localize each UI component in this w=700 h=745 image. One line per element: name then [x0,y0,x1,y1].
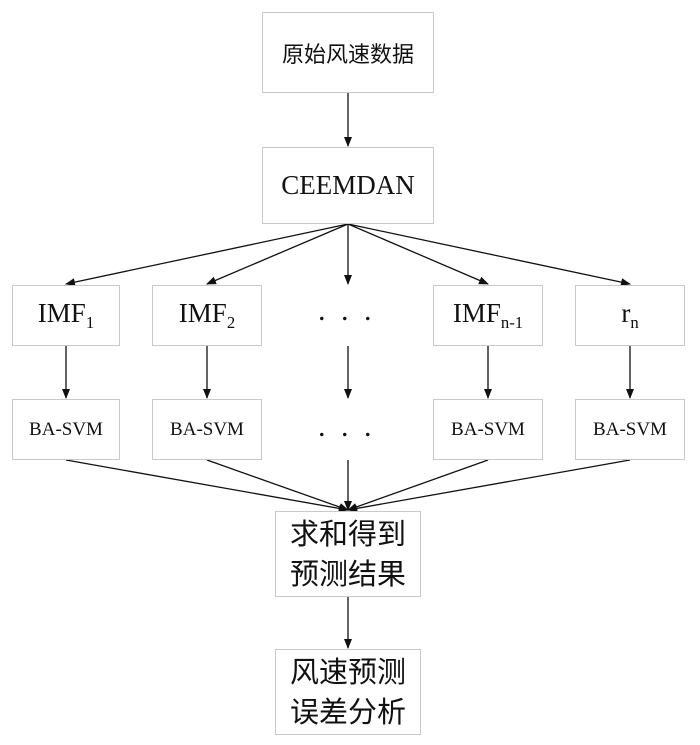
raw-data-box: 原始风速数据 [262,12,434,93]
basvm-label-2: BA-SVM [170,418,244,440]
ellipsis-row4: . . . [318,410,376,443]
sum-label-line2: 预测结果 [289,557,406,591]
basvm-box-3: BA-SVM [433,399,543,460]
arrow-ceemdan-to-imf1 [65,223,349,287]
arrow-basvm4-to-sum [347,459,631,513]
rn-label: rn [621,298,639,332]
error-label-line1: 风速预测 [289,655,406,689]
sum-label-line1: 求和得到 [289,517,406,551]
ellipsis-row3: . . . [318,294,376,327]
imf2-label: IMF2 [178,298,236,332]
basvm-box-4: BA-SVM [575,399,685,460]
rn-box: rn [575,285,685,346]
arrow-basvm3-to-sum [347,459,489,511]
ceemdan-box: CEEMDAN [262,147,434,224]
imf1-label: IMF1 [37,298,95,332]
ceemdan-label: CEEMDAN [281,170,415,200]
arrow-ceemdan-to-imfn1 [347,223,489,285]
imfn1-label: IMFn-1 [452,298,524,332]
basvm-label-4: BA-SVM [593,418,667,440]
imf2-box: IMF2 [152,285,262,346]
basvm-label-3: BA-SVM [451,418,525,440]
arrow-ceemdan-to-rn [347,223,631,287]
basvm-label-1: BA-SVM [29,418,103,440]
arrow-ceemdan-to-imf2 [206,223,349,285]
raw-data-label: 原始风速数据 [281,42,414,68]
error-label-line2: 误差分析 [289,695,406,729]
error-analysis-box: 风速预测 误差分析 [275,649,421,735]
sum-box: 求和得到 预测结果 [275,511,421,597]
imfn1-box: IMFn-1 [433,285,543,346]
basvm-box-2: BA-SVM [152,399,262,460]
basvm-box-1: BA-SVM [12,399,120,460]
imf1-box: IMF1 [12,285,120,346]
arrow-basvm2-to-sum [206,459,349,511]
arrow-basvm1-to-sum [65,459,349,513]
